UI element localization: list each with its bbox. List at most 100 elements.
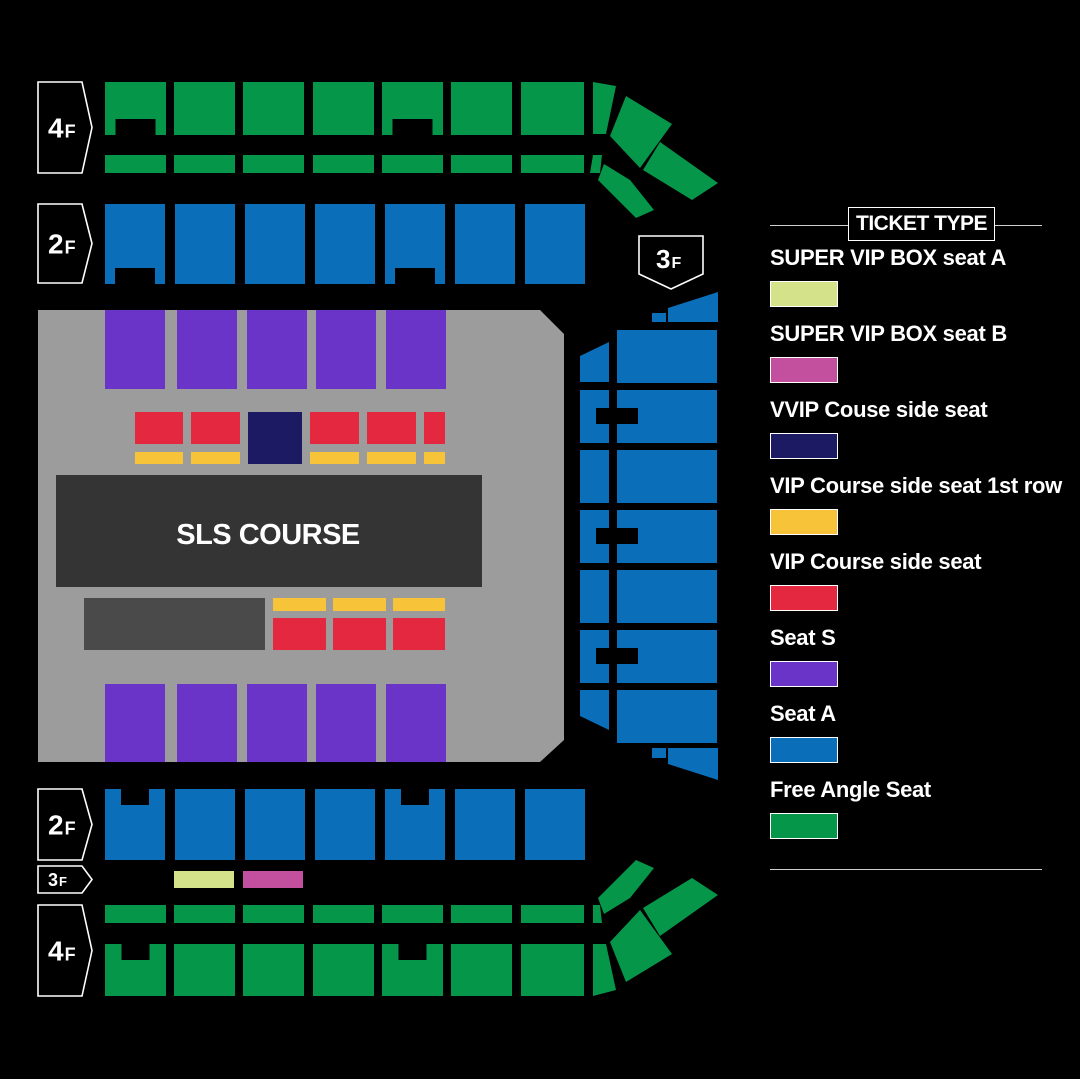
free-angle-corner-4f-top[interactable]: [593, 82, 616, 134]
free-angle-strip-4f-bottom[interactable]: [382, 905, 443, 923]
free-angle-corner-4f-bottom[interactable]: [643, 878, 718, 936]
vip-first-row-block-bottom[interactable]: [333, 598, 386, 611]
super-vip-box-a[interactable]: [174, 871, 234, 888]
vip-course-side-block-bottom[interactable]: [333, 618, 386, 650]
vip-course-side-block-bottom[interactable]: [273, 618, 326, 650]
seat-a-block-2f-top[interactable]: [105, 204, 165, 284]
seat-a-block-3f-right[interactable]: [652, 313, 666, 322]
free-angle-strip-4f-top[interactable]: [243, 155, 304, 173]
seat-s-block-top[interactable]: [177, 310, 237, 389]
vip-course-side-block-bottom[interactable]: [393, 618, 445, 650]
seat-a-block-3f-right[interactable]: [580, 450, 609, 503]
free-angle-block-4f-top[interactable]: [382, 82, 443, 135]
seat-a-block-3f-right[interactable]: [617, 690, 717, 743]
vip-course-side-block-top[interactable]: [191, 412, 240, 444]
vip-course-side-block-top[interactable]: [310, 412, 359, 444]
seat-a-block-2f-top[interactable]: [175, 204, 235, 284]
seat-a-block-2f-top[interactable]: [245, 204, 305, 284]
vip-course-side-block-top[interactable]: [135, 412, 183, 444]
free-angle-strip-4f-top[interactable]: [174, 155, 235, 173]
free-angle-strip-4f-bottom[interactable]: [243, 905, 304, 923]
free-angle-corner-4f-top[interactable]: [598, 164, 654, 218]
free-angle-block-4f-bottom[interactable]: [313, 944, 374, 996]
free-angle-strip-4f-bottom[interactable]: [451, 905, 512, 923]
free-angle-block-4f-top[interactable]: [105, 82, 166, 135]
seat-a-block-3f-right[interactable]: [580, 690, 609, 730]
seat-s-block-bottom[interactable]: [177, 684, 237, 762]
seat-a-block-2f-top[interactable]: [315, 204, 375, 284]
free-angle-corner-4f-bottom[interactable]: [593, 905, 602, 923]
seat-a-block-3f-right[interactable]: [580, 570, 609, 623]
seat-s-block-bottom[interactable]: [105, 684, 165, 762]
seat-a-block-3f-right[interactable]: [668, 748, 718, 780]
free-angle-corner-4f-bottom[interactable]: [610, 910, 672, 982]
super-vip-box-b[interactable]: [243, 871, 303, 888]
free-angle-strip-4f-top[interactable]: [105, 155, 166, 173]
seat-s-block-bottom[interactable]: [247, 684, 307, 762]
free-angle-block-4f-top[interactable]: [174, 82, 235, 135]
seat-a-block-2f-top[interactable]: [525, 204, 585, 284]
free-angle-block-4f-top[interactable]: [521, 82, 584, 135]
seat-a-block-2f-bottom[interactable]: [455, 789, 515, 860]
seat-a-block-2f-bottom[interactable]: [525, 789, 585, 860]
free-angle-strip-4f-bottom[interactable]: [174, 905, 235, 923]
seat-a-block-2f-bottom[interactable]: [315, 789, 375, 860]
vip-first-row-block-top[interactable]: [367, 452, 416, 464]
free-angle-block-4f-top[interactable]: [243, 82, 304, 135]
free-angle-strip-4f-top[interactable]: [313, 155, 374, 173]
free-angle-corner-4f-bottom[interactable]: [598, 860, 654, 914]
free-angle-strip-4f-top[interactable]: [382, 155, 443, 173]
free-angle-block-4f-top[interactable]: [451, 82, 512, 135]
legend-item-label: VIP Course side seat 1st row: [770, 473, 1062, 498]
seat-a-block-2f-top[interactable]: [385, 204, 445, 284]
vip-first-row-block-top[interactable]: [191, 452, 240, 464]
seat-s-block-top[interactable]: [105, 310, 165, 389]
course-block[interactable]: [84, 598, 265, 650]
free-angle-strip-4f-top[interactable]: [521, 155, 584, 173]
vip-first-row-block-top[interactable]: [310, 452, 359, 464]
free-angle-block-4f-bottom[interactable]: [521, 944, 584, 996]
vip-first-row-block-bottom[interactable]: [273, 598, 326, 611]
aisle-gap-3f-right[interactable]: [596, 408, 638, 424]
seat-s-block-bottom[interactable]: [316, 684, 376, 762]
seat-a-block-3f-right[interactable]: [652, 748, 666, 758]
seat-a-block-2f-bottom[interactable]: [175, 789, 235, 860]
vip-first-row-block-bottom[interactable]: [393, 598, 445, 611]
aisle-gap-3f-right[interactable]: [596, 648, 638, 664]
vvip-course-side-block[interactable]: [248, 412, 302, 464]
seat-a-block-3f-right[interactable]: [617, 570, 717, 623]
free-angle-block-4f-bottom[interactable]: [105, 944, 166, 996]
seat-a-block-3f-right[interactable]: [668, 292, 718, 322]
free-angle-strip-4f-top[interactable]: [451, 155, 512, 173]
free-angle-block-4f-bottom[interactable]: [382, 944, 443, 996]
seat-a-block-3f-right[interactable]: [617, 450, 717, 503]
seat-s-block-top[interactable]: [386, 310, 446, 389]
free-angle-block-4f-bottom[interactable]: [451, 944, 512, 996]
vip-first-row-block-top[interactable]: [135, 452, 183, 464]
free-angle-corner-4f-top[interactable]: [643, 142, 718, 200]
free-angle-strip-4f-bottom[interactable]: [105, 905, 166, 923]
free-angle-corner-4f-top[interactable]: [590, 155, 602, 173]
free-angle-block-4f-bottom[interactable]: [174, 944, 235, 996]
legend-item-label: SUPER VIP BOX seat B: [770, 321, 1007, 346]
free-angle-strip-4f-bottom[interactable]: [521, 905, 584, 923]
seat-a-block-2f-bottom[interactable]: [385, 789, 445, 860]
sls-course[interactable]: [56, 475, 482, 587]
aisle-gap-3f-right[interactable]: [596, 528, 638, 544]
free-angle-block-4f-bottom[interactable]: [243, 944, 304, 996]
seat-a-block-2f-bottom[interactable]: [245, 789, 305, 860]
seat-a-block-3f-right[interactable]: [617, 330, 717, 383]
seat-s-block-top[interactable]: [316, 310, 376, 389]
free-angle-corner-4f-top[interactable]: [610, 96, 672, 168]
free-angle-strip-4f-bottom[interactable]: [313, 905, 374, 923]
seat-a-block-3f-right[interactable]: [580, 342, 609, 382]
seat-a-block-2f-bottom[interactable]: [105, 789, 165, 860]
seat-a-block-2f-top[interactable]: [455, 204, 515, 284]
free-angle-corner-4f-bottom[interactable]: [593, 944, 616, 996]
seat-s-block-top[interactable]: [247, 310, 307, 389]
free-angle-block-4f-top[interactable]: [313, 82, 374, 135]
vip-first-row-block-top[interactable]: [424, 452, 445, 464]
seat-s-block-bottom[interactable]: [386, 684, 446, 762]
vip-course-side-block-top[interactable]: [424, 412, 445, 444]
vip-course-side-block-top[interactable]: [367, 412, 416, 444]
